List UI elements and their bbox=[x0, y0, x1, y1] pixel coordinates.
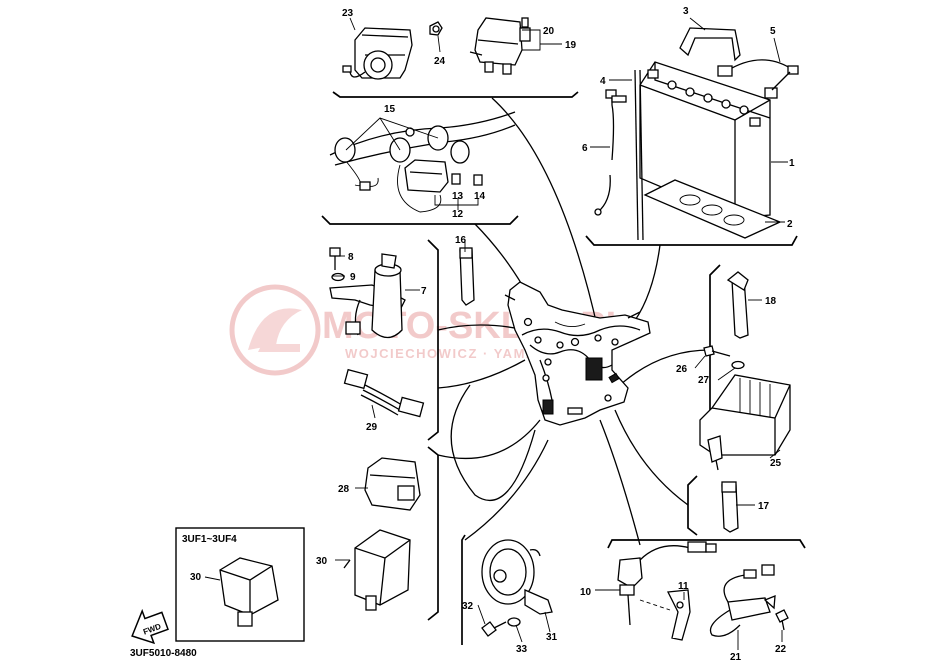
part-18-cable-band bbox=[726, 271, 749, 339]
section-frames bbox=[321, 91, 806, 645]
callout-18: 18 bbox=[765, 296, 777, 307]
part-30-flasher-relay bbox=[343, 529, 411, 611]
part-13-fuse bbox=[451, 173, 461, 185]
part-31-horn bbox=[481, 539, 553, 615]
inset-box: 3UF1~3UF4 30 bbox=[175, 527, 305, 642]
callout-9: 9 bbox=[350, 272, 356, 283]
callout-2: 2 bbox=[787, 219, 793, 230]
part-22-screw bbox=[775, 609, 789, 631]
callout-30: 30 bbox=[316, 556, 328, 567]
callout-11: 11 bbox=[678, 581, 689, 592]
part-28-relay bbox=[364, 457, 421, 511]
callout-28: 28 bbox=[338, 484, 350, 495]
part-4-breather-hose bbox=[634, 69, 644, 241]
watermark-sub: WOJCIECHOWICZ · YAMAHA bbox=[345, 346, 559, 361]
callout-22: 22 bbox=[775, 644, 787, 655]
part-26-bolt bbox=[703, 345, 731, 357]
part-5-battery-band bbox=[717, 59, 799, 99]
part-6-battery-cable bbox=[594, 89, 627, 216]
callout-21: 21 bbox=[730, 652, 742, 661]
part-14-fuse bbox=[473, 174, 483, 186]
part-7-main-switch bbox=[329, 253, 406, 339]
callout-23: 23 bbox=[342, 8, 354, 19]
part-33-washer bbox=[507, 617, 521, 627]
callout-20: 20 bbox=[543, 26, 555, 37]
callout-numbers: 1 2 3 4 5 6 7 8 9 10 11 12 13 14 15 16 1… bbox=[316, 6, 795, 661]
part-25-rectifier-regulator bbox=[699, 374, 791, 471]
callout-17: 17 bbox=[758, 501, 770, 512]
callout-19: 19 bbox=[565, 40, 577, 51]
part-32-bolt bbox=[481, 621, 507, 637]
callout-8: 8 bbox=[348, 252, 354, 263]
part-27-washer bbox=[731, 360, 745, 370]
callout-3: 3 bbox=[683, 6, 689, 17]
part-24-nut bbox=[429, 21, 443, 36]
part-12-fuse-box bbox=[404, 159, 449, 193]
part-29-sub-harness bbox=[343, 368, 425, 418]
callout-26: 26 bbox=[676, 364, 688, 375]
part-10-neutral-switch bbox=[617, 541, 717, 626]
part-17-cable-band bbox=[721, 481, 739, 533]
callout-31: 31 bbox=[546, 632, 558, 643]
connection-lines bbox=[437, 97, 711, 546]
callout-25: 25 bbox=[770, 458, 782, 469]
part-19-relay bbox=[469, 17, 523, 75]
center-frame-harness bbox=[504, 281, 651, 426]
part-20-fuse bbox=[519, 17, 531, 42]
callout-7: 7 bbox=[421, 286, 427, 297]
callout-12: 12 bbox=[452, 209, 464, 220]
callout-6: 6 bbox=[582, 143, 588, 154]
callout-10: 10 bbox=[580, 587, 592, 598]
callout-15: 15 bbox=[384, 104, 396, 115]
part-21-condenser bbox=[709, 564, 776, 637]
callout-1: 1 bbox=[789, 158, 795, 169]
callout-29: 29 bbox=[366, 422, 378, 433]
part-1-battery bbox=[639, 61, 771, 219]
fwd-arrow-icon: FWD bbox=[131, 608, 169, 645]
callout-27: 27 bbox=[698, 375, 710, 386]
part-23-relay bbox=[342, 27, 413, 80]
inset-callout-30: 30 bbox=[190, 572, 202, 583]
part-9-washer bbox=[331, 272, 345, 282]
leader-lines bbox=[330, 17, 788, 650]
inset-part-30 bbox=[219, 557, 279, 627]
callout-33: 33 bbox=[516, 644, 528, 655]
part-8-bolt bbox=[329, 247, 341, 270]
callout-32: 32 bbox=[462, 601, 474, 612]
callout-13: 13 bbox=[452, 191, 464, 202]
callout-5: 5 bbox=[770, 26, 776, 37]
drawing-code: 3UF5010-8480 bbox=[130, 648, 197, 659]
callout-16: 16 bbox=[455, 235, 467, 246]
callout-14: 14 bbox=[474, 191, 486, 202]
callout-4: 4 bbox=[600, 76, 606, 87]
part-11-bracket bbox=[639, 589, 691, 641]
part-16-cable-band bbox=[459, 247, 475, 306]
inset-title: 3UF1~3UF4 bbox=[182, 534, 237, 545]
callout-24: 24 bbox=[434, 56, 446, 67]
part-3-battery-strap bbox=[679, 27, 741, 62]
